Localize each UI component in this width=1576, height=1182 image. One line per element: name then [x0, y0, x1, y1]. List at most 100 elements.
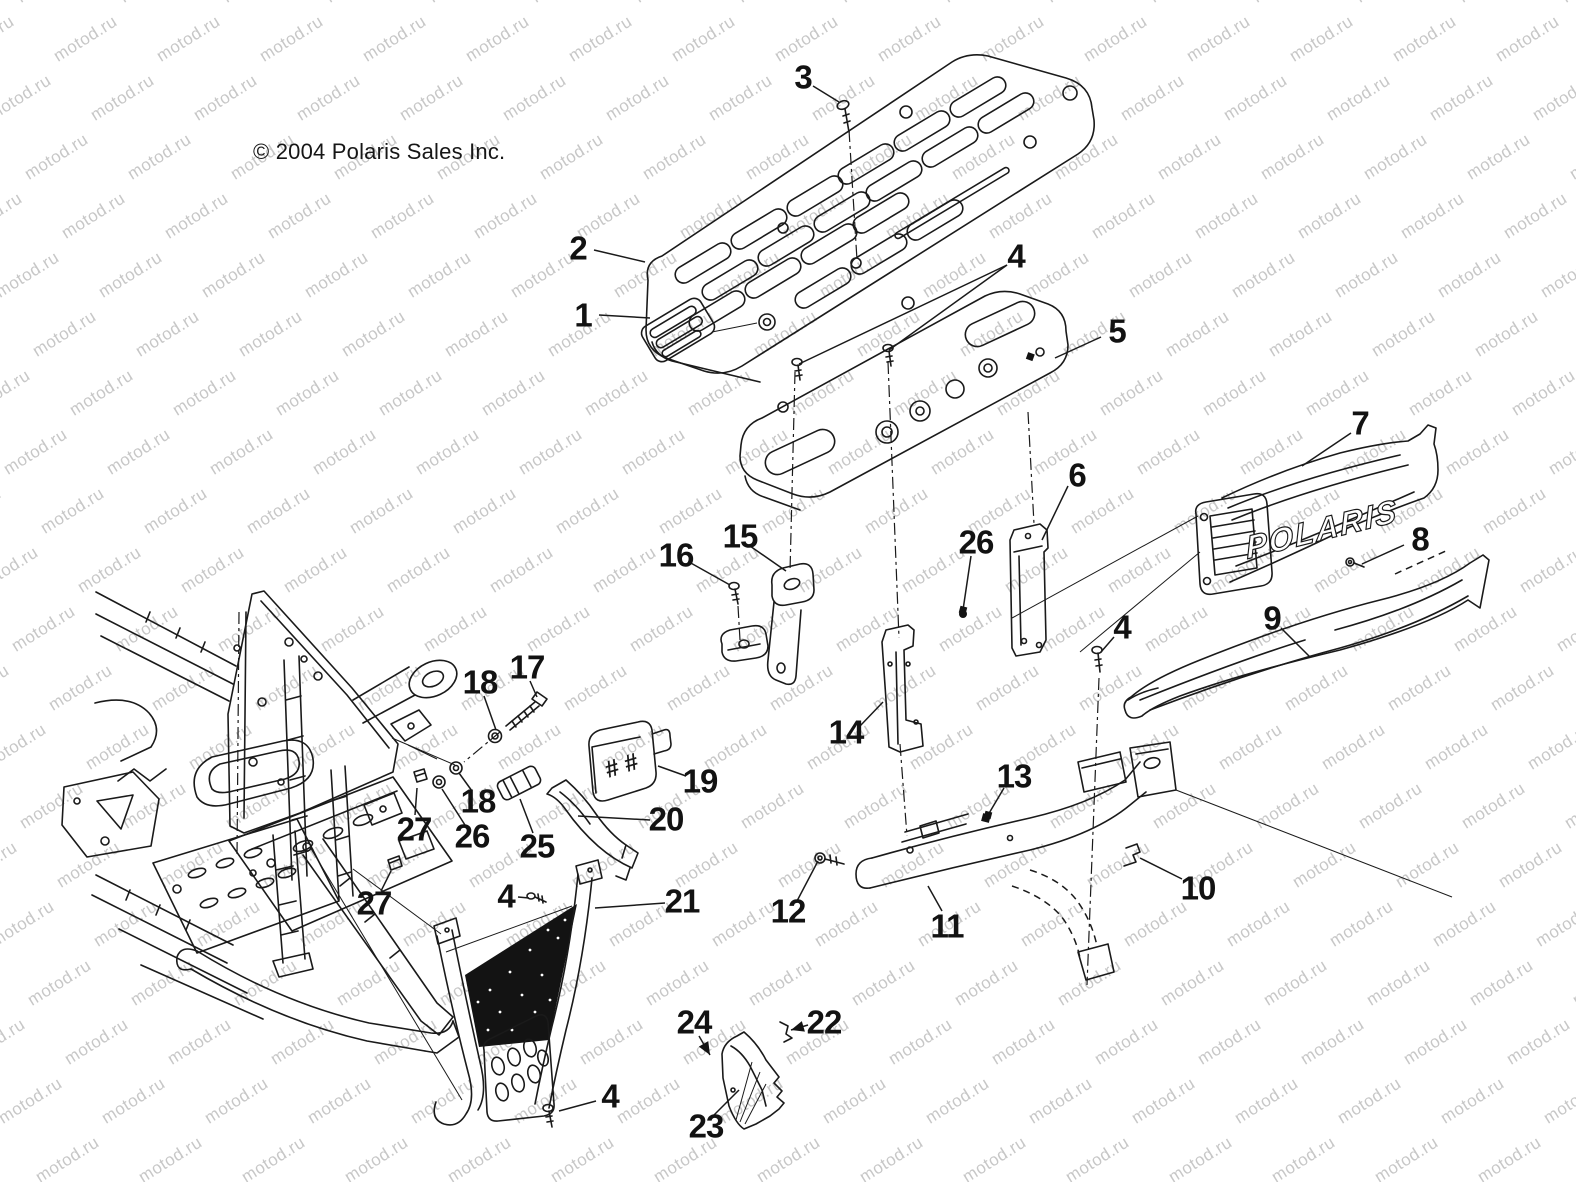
leader-arrowhead [791, 1021, 805, 1032]
clip-27a [413, 768, 428, 783]
callout-label: 20 [648, 800, 685, 838]
callout-label: 4 [1007, 237, 1025, 275]
leader-line [1361, 544, 1405, 565]
callout-label: 5 [1108, 312, 1126, 350]
leader-line [888, 264, 1008, 351]
leader-layer [380, 85, 1405, 1116]
leader-dot [958, 605, 968, 615]
leader-line [1041, 485, 1069, 541]
callout-label: 23 [688, 1107, 725, 1145]
leader-line [414, 787, 418, 816]
callout-label: 22 [806, 1003, 843, 1041]
callout-label: 27 [356, 884, 393, 922]
leader-line [577, 815, 651, 821]
leader-line [749, 545, 787, 572]
support-bracket-6 [1009, 523, 1049, 657]
spacer-25 [496, 765, 542, 801]
leader-line [598, 314, 651, 319]
support-bracket-14 [881, 624, 924, 753]
leader-line [1280, 627, 1311, 658]
bolt-17 [505, 691, 548, 731]
mount-plate-lower [739, 290, 1069, 511]
clip-10 [1123, 843, 1141, 867]
callout-label: 14 [828, 713, 865, 751]
leader-line [962, 555, 972, 611]
callout-label: 24 [676, 1003, 713, 1041]
callout-label: 12 [770, 892, 807, 930]
leader-line [1054, 336, 1102, 359]
callout-label: 6 [1068, 456, 1086, 494]
rack-slots [674, 76, 1035, 332]
axis-lines [236, 129, 1100, 986]
leader-line [593, 249, 646, 263]
callout-label: 19 [682, 762, 719, 800]
callout-label: 4 [497, 877, 515, 915]
callout-label: 27 [396, 810, 433, 848]
side-panel-23 [721, 1031, 785, 1130]
leader-line [657, 765, 687, 777]
screw-3 [836, 99, 851, 133]
copyright-text: © 2004 Polaris Sales Inc. [253, 139, 506, 164]
screw-4e [542, 1103, 554, 1128]
callout-label: 4 [1113, 608, 1131, 646]
callout-label: 1 [574, 296, 592, 334]
callout-label: 7 [1351, 404, 1369, 442]
leader-line [859, 701, 884, 727]
leader-line [558, 1100, 597, 1112]
rack-plate-upper [645, 54, 1095, 383]
nut-18a [487, 728, 503, 744]
screw-8 [1345, 557, 1365, 568]
leader-line [380, 870, 392, 892]
leader-line [1301, 432, 1352, 467]
leader-line [1139, 857, 1183, 880]
nut-18b [449, 761, 463, 775]
bracket-15 [720, 562, 815, 686]
callout-label: 17 [509, 648, 546, 686]
leader-arrowhead [698, 1041, 710, 1055]
callout-label: 18 [460, 782, 497, 820]
callout-label: 8 [1411, 520, 1429, 558]
callout-label: 18 [462, 663, 499, 701]
leader-line [483, 695, 497, 731]
leader-line [798, 264, 1008, 365]
frame-assembly [61, 590, 460, 1054]
leader-line [927, 885, 943, 912]
leader-line [796, 860, 819, 902]
brace-20 [546, 779, 639, 881]
callout-label: 16 [658, 536, 695, 574]
bumper [1123, 549, 1490, 719]
callout-label: 3 [794, 58, 812, 96]
leader-line [713, 1089, 740, 1116]
clip-27b [387, 855, 403, 871]
callout-label: 9 [1263, 599, 1281, 637]
rack-extension-bracket [640, 297, 716, 363]
bumper-support [855, 741, 1177, 981]
leader-line [458, 772, 473, 792]
nut-26a [432, 775, 446, 789]
callout-label: 15 [722, 517, 759, 555]
leader-line [812, 85, 840, 103]
callout-label: 10 [1180, 869, 1217, 907]
leader-line [441, 788, 466, 826]
screw-16 [728, 581, 740, 605]
leader-dot [983, 810, 993, 820]
callout-label: 26 [454, 817, 491, 855]
callout-label: 11 [930, 907, 965, 945]
leader-line [1100, 636, 1115, 653]
leader-line [517, 896, 530, 899]
leader-line [688, 561, 731, 586]
callout-label: 2 [569, 229, 587, 267]
screen-guard [433, 859, 603, 1126]
callout-label: 25 [519, 827, 556, 865]
callout-label: 4 [601, 1077, 619, 1115]
callout-label: 26 [958, 523, 995, 561]
screw-4d [526, 892, 547, 904]
leader-line [529, 680, 538, 698]
leader-line [987, 787, 1005, 816]
callout-label: 21 [664, 882, 701, 920]
leader-line [594, 902, 666, 909]
callout-label: 13 [996, 757, 1033, 795]
